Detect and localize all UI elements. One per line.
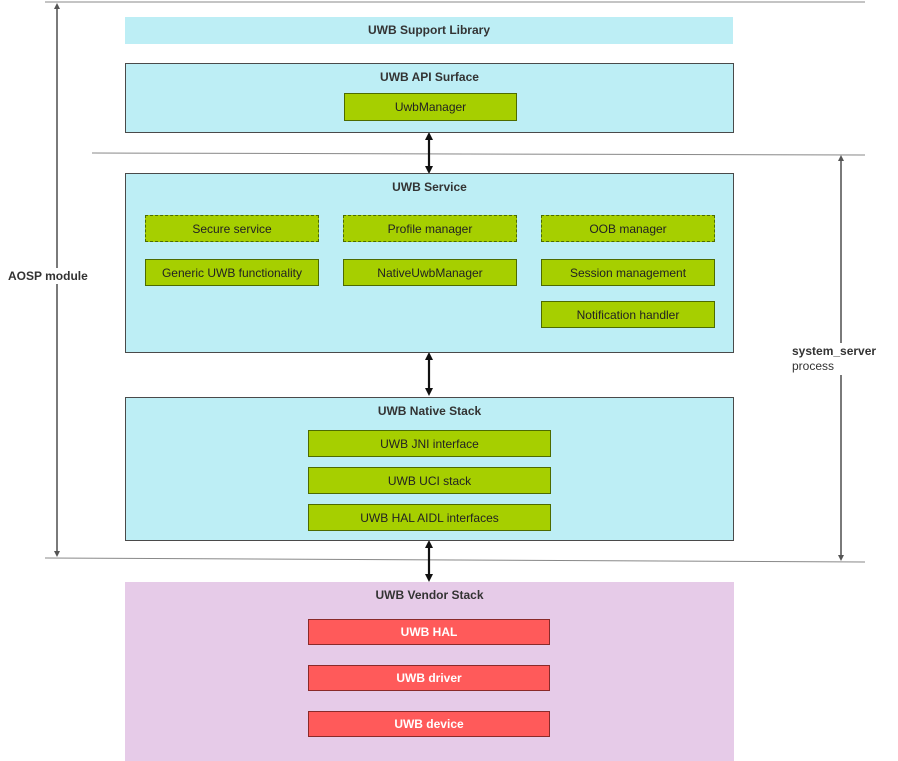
bottom-separator-line xyxy=(44,557,866,563)
system-server-label-line1: system_server xyxy=(792,344,877,358)
uwb-uci-stack-box: UWB UCI stack xyxy=(308,467,551,494)
session-management-box: Session management xyxy=(541,259,715,286)
support-library-title: UWB Support Library xyxy=(368,23,490,37)
native-stack-panel: UWB Native Stack UWB JNI interface UWB U… xyxy=(125,397,734,541)
oob-manager-box: OOB manager xyxy=(541,215,715,242)
support-library-panel: UWB Support Library xyxy=(125,17,733,44)
uwb-hal-aidl-interfaces-box: UWB HAL AIDL interfaces xyxy=(308,504,551,531)
uwbmanager-box: UwbManager xyxy=(344,93,517,121)
profile-manager-box: Profile manager xyxy=(343,215,517,242)
api-surface-title: UWB API Surface xyxy=(380,70,479,84)
uwb-driver-box: UWB driver xyxy=(308,665,550,691)
uwb-jni-interface-box: UWB JNI interface xyxy=(308,430,551,457)
aosp-module-label: AOSP module xyxy=(6,268,90,284)
nativeuwbmanager-box: NativeUwbManager xyxy=(343,259,517,286)
vendor-stack-title: UWB Vendor Stack xyxy=(375,588,484,602)
service-title: UWB Service xyxy=(392,180,467,194)
api-surface-panel: UWB API Surface UwbManager xyxy=(125,63,734,133)
secure-service-box: Secure service xyxy=(145,215,319,242)
service-panel: UWB Service Secure service Profile manag… xyxy=(125,173,734,353)
native-stack-title: UWB Native Stack xyxy=(377,404,482,418)
uwb-device-box: UWB device xyxy=(308,711,550,737)
system-server-label: system_server process xyxy=(790,343,879,375)
system-server-label-line2: process xyxy=(792,359,835,373)
vendor-stack-panel: UWB Vendor Stack UWB HAL UWB driver UWB … xyxy=(125,582,734,761)
notification-handler-box: Notification handler xyxy=(541,301,715,328)
middle-separator-line xyxy=(91,152,866,156)
uwb-hal-box: UWB HAL xyxy=(308,619,550,645)
generic-uwb-functionality-box: Generic UWB functionality xyxy=(145,259,319,286)
